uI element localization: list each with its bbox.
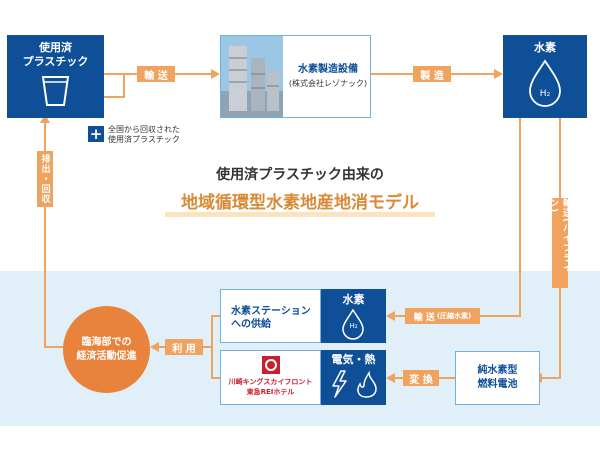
model-subtitle: 使用済プラスチック由来の: [216, 167, 384, 183]
hydrogen-station-line1: 水素ステーション: [231, 306, 311, 317]
arrowhead-usage: [150, 342, 159, 352]
coastal-line2: 経済活動促進: [76, 350, 137, 362]
coastal-activity-node: 臨海部での 経済活動促進: [63, 306, 150, 393]
used-plastic-node: 使用済 プラスチック: [7, 35, 104, 118]
used-plastic-label-line2: プラスチック: [22, 55, 89, 68]
label-conversion: 変 換: [403, 370, 439, 386]
collection-note: 全国から回収された 使用済プラスチック: [108, 125, 180, 145]
facility-name: 水素製造設備: [298, 64, 358, 75]
label-production: 製 造: [413, 66, 451, 82]
water-drop-icon: [342, 308, 364, 340]
hydrogen-top-title: 水素: [534, 41, 556, 54]
label-transport-1: 輸 送: [137, 66, 175, 82]
title-highlight: [165, 212, 435, 217]
arrowhead-production: [494, 69, 503, 79]
plus-icon: +: [88, 125, 104, 143]
label-compressed-note: (圧縮水素): [436, 312, 472, 320]
collection-note-line1: 全国から回収された: [108, 125, 180, 134]
hydrogen-station-line2: への供給: [231, 319, 271, 330]
electricity-heat-node: 電気・熱: [321, 350, 386, 405]
model-title: 地域循環型水素地産地消モデル: [181, 193, 419, 213]
hotel-logo-icon: [262, 356, 280, 374]
hydrogen-station-node: 水素ステーション への供給: [220, 289, 321, 343]
lightning-flame-icon: [332, 370, 377, 398]
coastal-line1: 臨海部での: [81, 336, 132, 348]
hotel-line1: 川崎キングスカイフロント: [228, 378, 313, 386]
water-drop-icon: [529, 59, 561, 107]
label-usage: 利 用: [165, 339, 203, 355]
hydrogen-top-node: 水素 H₂: [503, 35, 587, 118]
label-compressed-main: 輸 送: [413, 312, 435, 323]
facility-company: (株式会社レゾナック): [288, 79, 368, 88]
hydrogen-mid-symbol: H₂: [349, 322, 358, 330]
arrowhead-emission: [40, 114, 50, 123]
label-compressed-transport: 輸 送 (圧縮水素): [405, 308, 480, 324]
hotel-line2: 東急REIホテル: [246, 388, 295, 396]
fuel-cell-line1: 純水素型: [477, 365, 518, 376]
hydrogen-mid-title: 水素: [342, 293, 365, 306]
used-plastic-label-line1: 使用済: [39, 41, 72, 54]
hotel-node: 川崎キングスカイフロント 東急REIホテル: [220, 350, 321, 405]
hydrogen-mid-node: 水素 H₂: [321, 289, 386, 343]
collection-note-line2: 使用済プラスチック: [108, 135, 180, 144]
arrowhead-conversion: [386, 373, 395, 383]
connector-compressed: [393, 118, 521, 317]
fuel-cell-node: 純水素型 燃料電池: [455, 351, 540, 405]
label-emission: 排出・回収: [37, 151, 53, 207]
connector-usage-bracket: [211, 315, 220, 379]
electricity-heat-title: 電気・熱: [331, 353, 376, 366]
hydrogen-facility-node: 水素製造設備 (株式会社レゾナック): [220, 35, 371, 118]
factory-photo-icon: [221, 36, 283, 117]
fuel-cell-line2: 燃料電池: [477, 379, 518, 390]
cup-icon: [41, 76, 70, 106]
label-pipeline-transport: 輸送(パイプライン): [548, 198, 571, 288]
arrowhead-transport-1: [211, 69, 220, 79]
hydrogen-top-symbol: H₂: [539, 89, 551, 99]
arrowhead-compressed: [386, 311, 395, 321]
